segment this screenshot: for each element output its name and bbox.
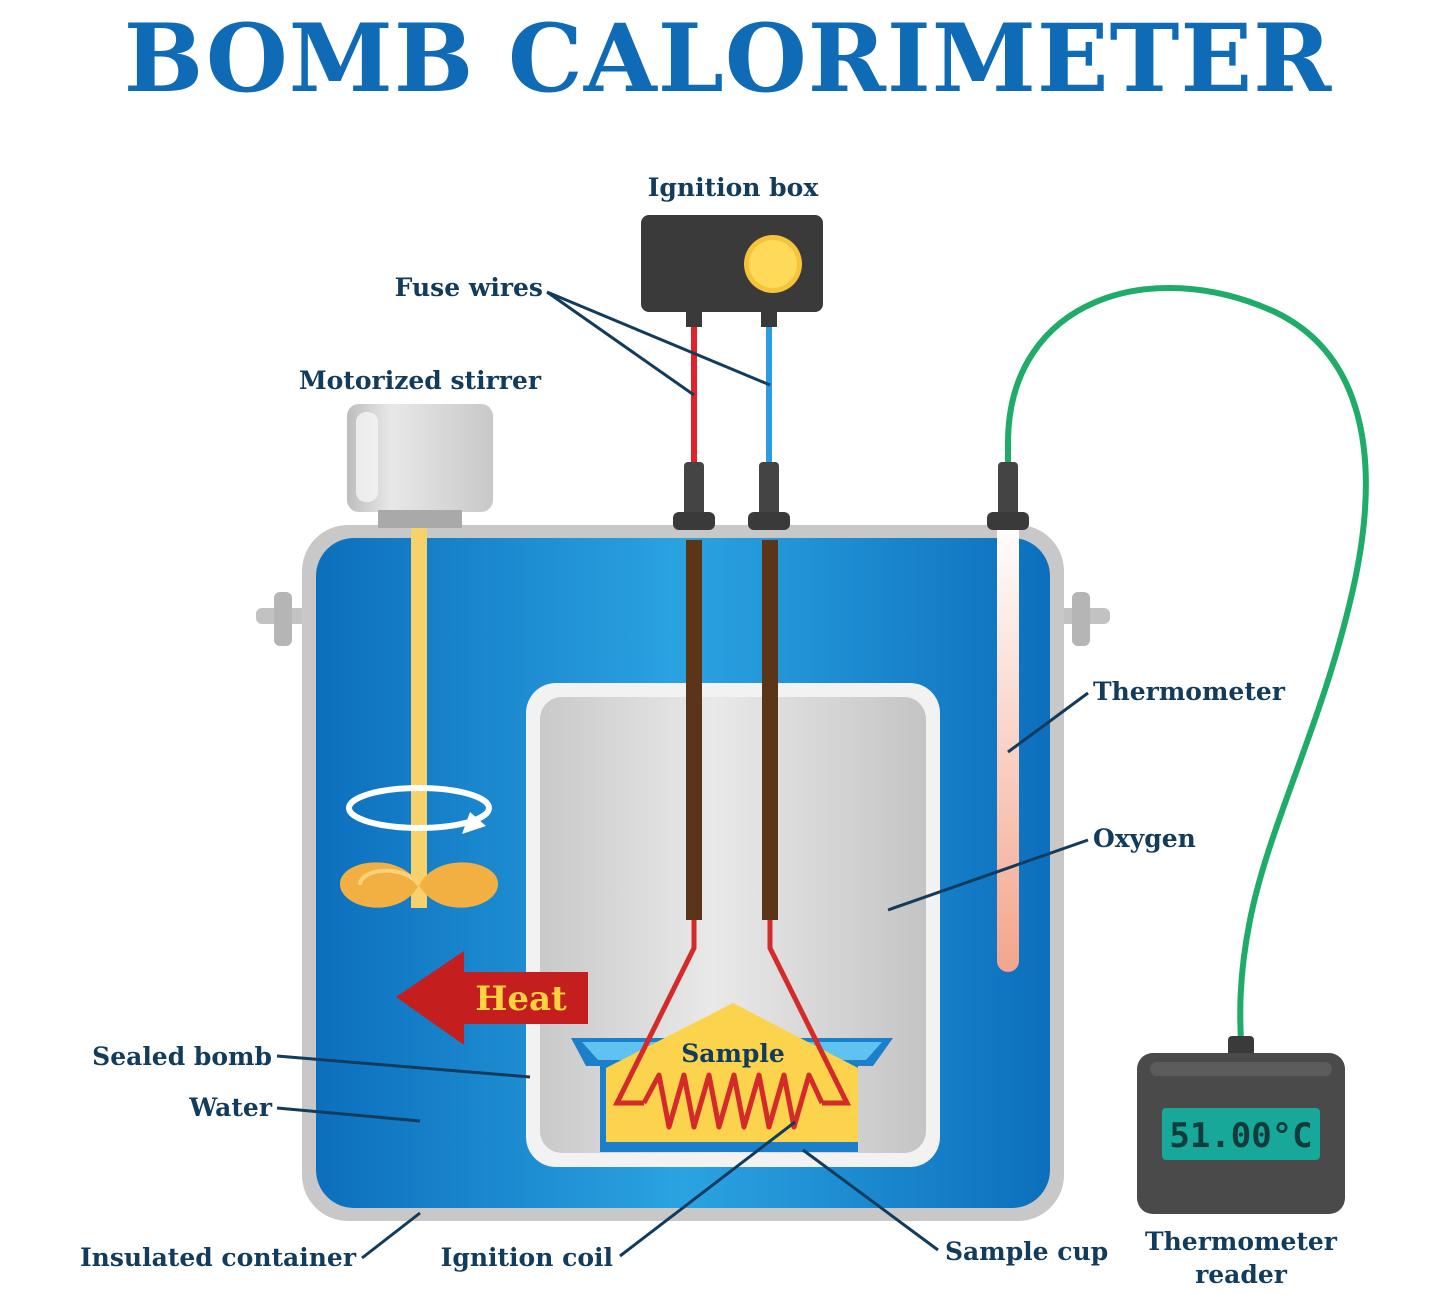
reader-connector	[1228, 1036, 1254, 1058]
label-insulated-container: Insulated container	[80, 1243, 357, 1272]
label-oxygen: Oxygen	[1093, 824, 1196, 853]
reader-highlight	[1150, 1062, 1332, 1076]
rotation-icon	[346, 785, 492, 831]
label-motorized-stirrer: Motorized stirrer	[299, 366, 542, 395]
label-thermometer-reader-line1: Thermometer	[1145, 1227, 1338, 1256]
leader-thermometer	[1007, 691, 1089, 754]
electrode-wire-right	[767, 920, 852, 1106]
reader-display	[1162, 1108, 1320, 1160]
label-thermometer-reader-line2: reader	[1195, 1260, 1288, 1289]
plug-thermometer-base	[987, 512, 1029, 530]
leader-oxygen	[887, 838, 1089, 912]
leader-ignition-coil	[619, 1120, 796, 1258]
leader-insulated-container	[361, 1211, 421, 1260]
left-handle-bracket	[274, 592, 292, 646]
electrode-right	[762, 540, 778, 920]
leader-fuse-wires-blue	[546, 290, 771, 387]
label-sample-cup: Sample cup	[945, 1237, 1108, 1266]
reader-display-value: 51.00°C	[1169, 1116, 1312, 1156]
stirrer-motor	[347, 404, 493, 512]
sample-cup	[571, 1003, 893, 1152]
fuse-wire-blue	[766, 318, 772, 466]
thermometer-reader: 51.00°C	[1137, 1036, 1345, 1214]
ignition-coil	[641, 1072, 825, 1130]
ignition-button-face	[749, 240, 797, 288]
page-title: BOMB CALORIMETER	[123, 4, 1333, 114]
thermometer	[997, 522, 1019, 972]
leader-fuse-wires-red	[546, 290, 695, 397]
label-fuse-wires: Fuse wires	[395, 273, 543, 302]
electrodes	[612, 540, 852, 1130]
label-sample: Sample	[681, 1039, 785, 1068]
label-ignition-box: Ignition box	[648, 173, 820, 202]
label-thermometer: Thermometer	[1093, 677, 1286, 706]
label-sealed-bomb: Sealed bomb	[92, 1042, 272, 1071]
propeller-highlight	[358, 868, 421, 887]
fuse-wire-red	[691, 318, 697, 466]
heat-label: Heat	[475, 979, 567, 1019]
plug-left-base	[673, 512, 715, 530]
sample	[606, 1003, 858, 1142]
plug-right	[759, 462, 779, 520]
right-handle-bracket	[1072, 592, 1090, 646]
leader-sample-cup	[802, 1148, 939, 1252]
leader-sealed-bomb	[276, 1054, 531, 1079]
motorized-stirrer	[339, 404, 499, 908]
fuse-wires	[691, 318, 772, 466]
lid-connectors	[673, 462, 1029, 530]
thermometer-cable	[1005, 284, 1369, 1043]
propeller-blade-right	[419, 862, 499, 908]
plug-left	[684, 462, 704, 520]
plug-right-base	[748, 512, 790, 530]
rotation-arrowhead-icon	[462, 812, 486, 834]
plug-thermometer	[998, 462, 1018, 520]
stirrer-shaft	[411, 528, 427, 908]
ignition-box	[641, 215, 823, 327]
heat-arrow: Heat	[396, 951, 588, 1045]
heat-arrow-shape	[396, 951, 588, 1045]
stirrer-mount	[378, 510, 462, 528]
thermometer-tube	[997, 522, 1019, 972]
electrode-left	[686, 540, 702, 920]
stirrer-motor-highlight	[356, 412, 378, 502]
electrode-wire-left	[612, 920, 697, 1106]
leader-water	[276, 1106, 421, 1123]
label-ignition-coil: Ignition coil	[441, 1243, 613, 1272]
label-water: Water	[188, 1093, 273, 1122]
leader-lines	[276, 290, 1089, 1260]
